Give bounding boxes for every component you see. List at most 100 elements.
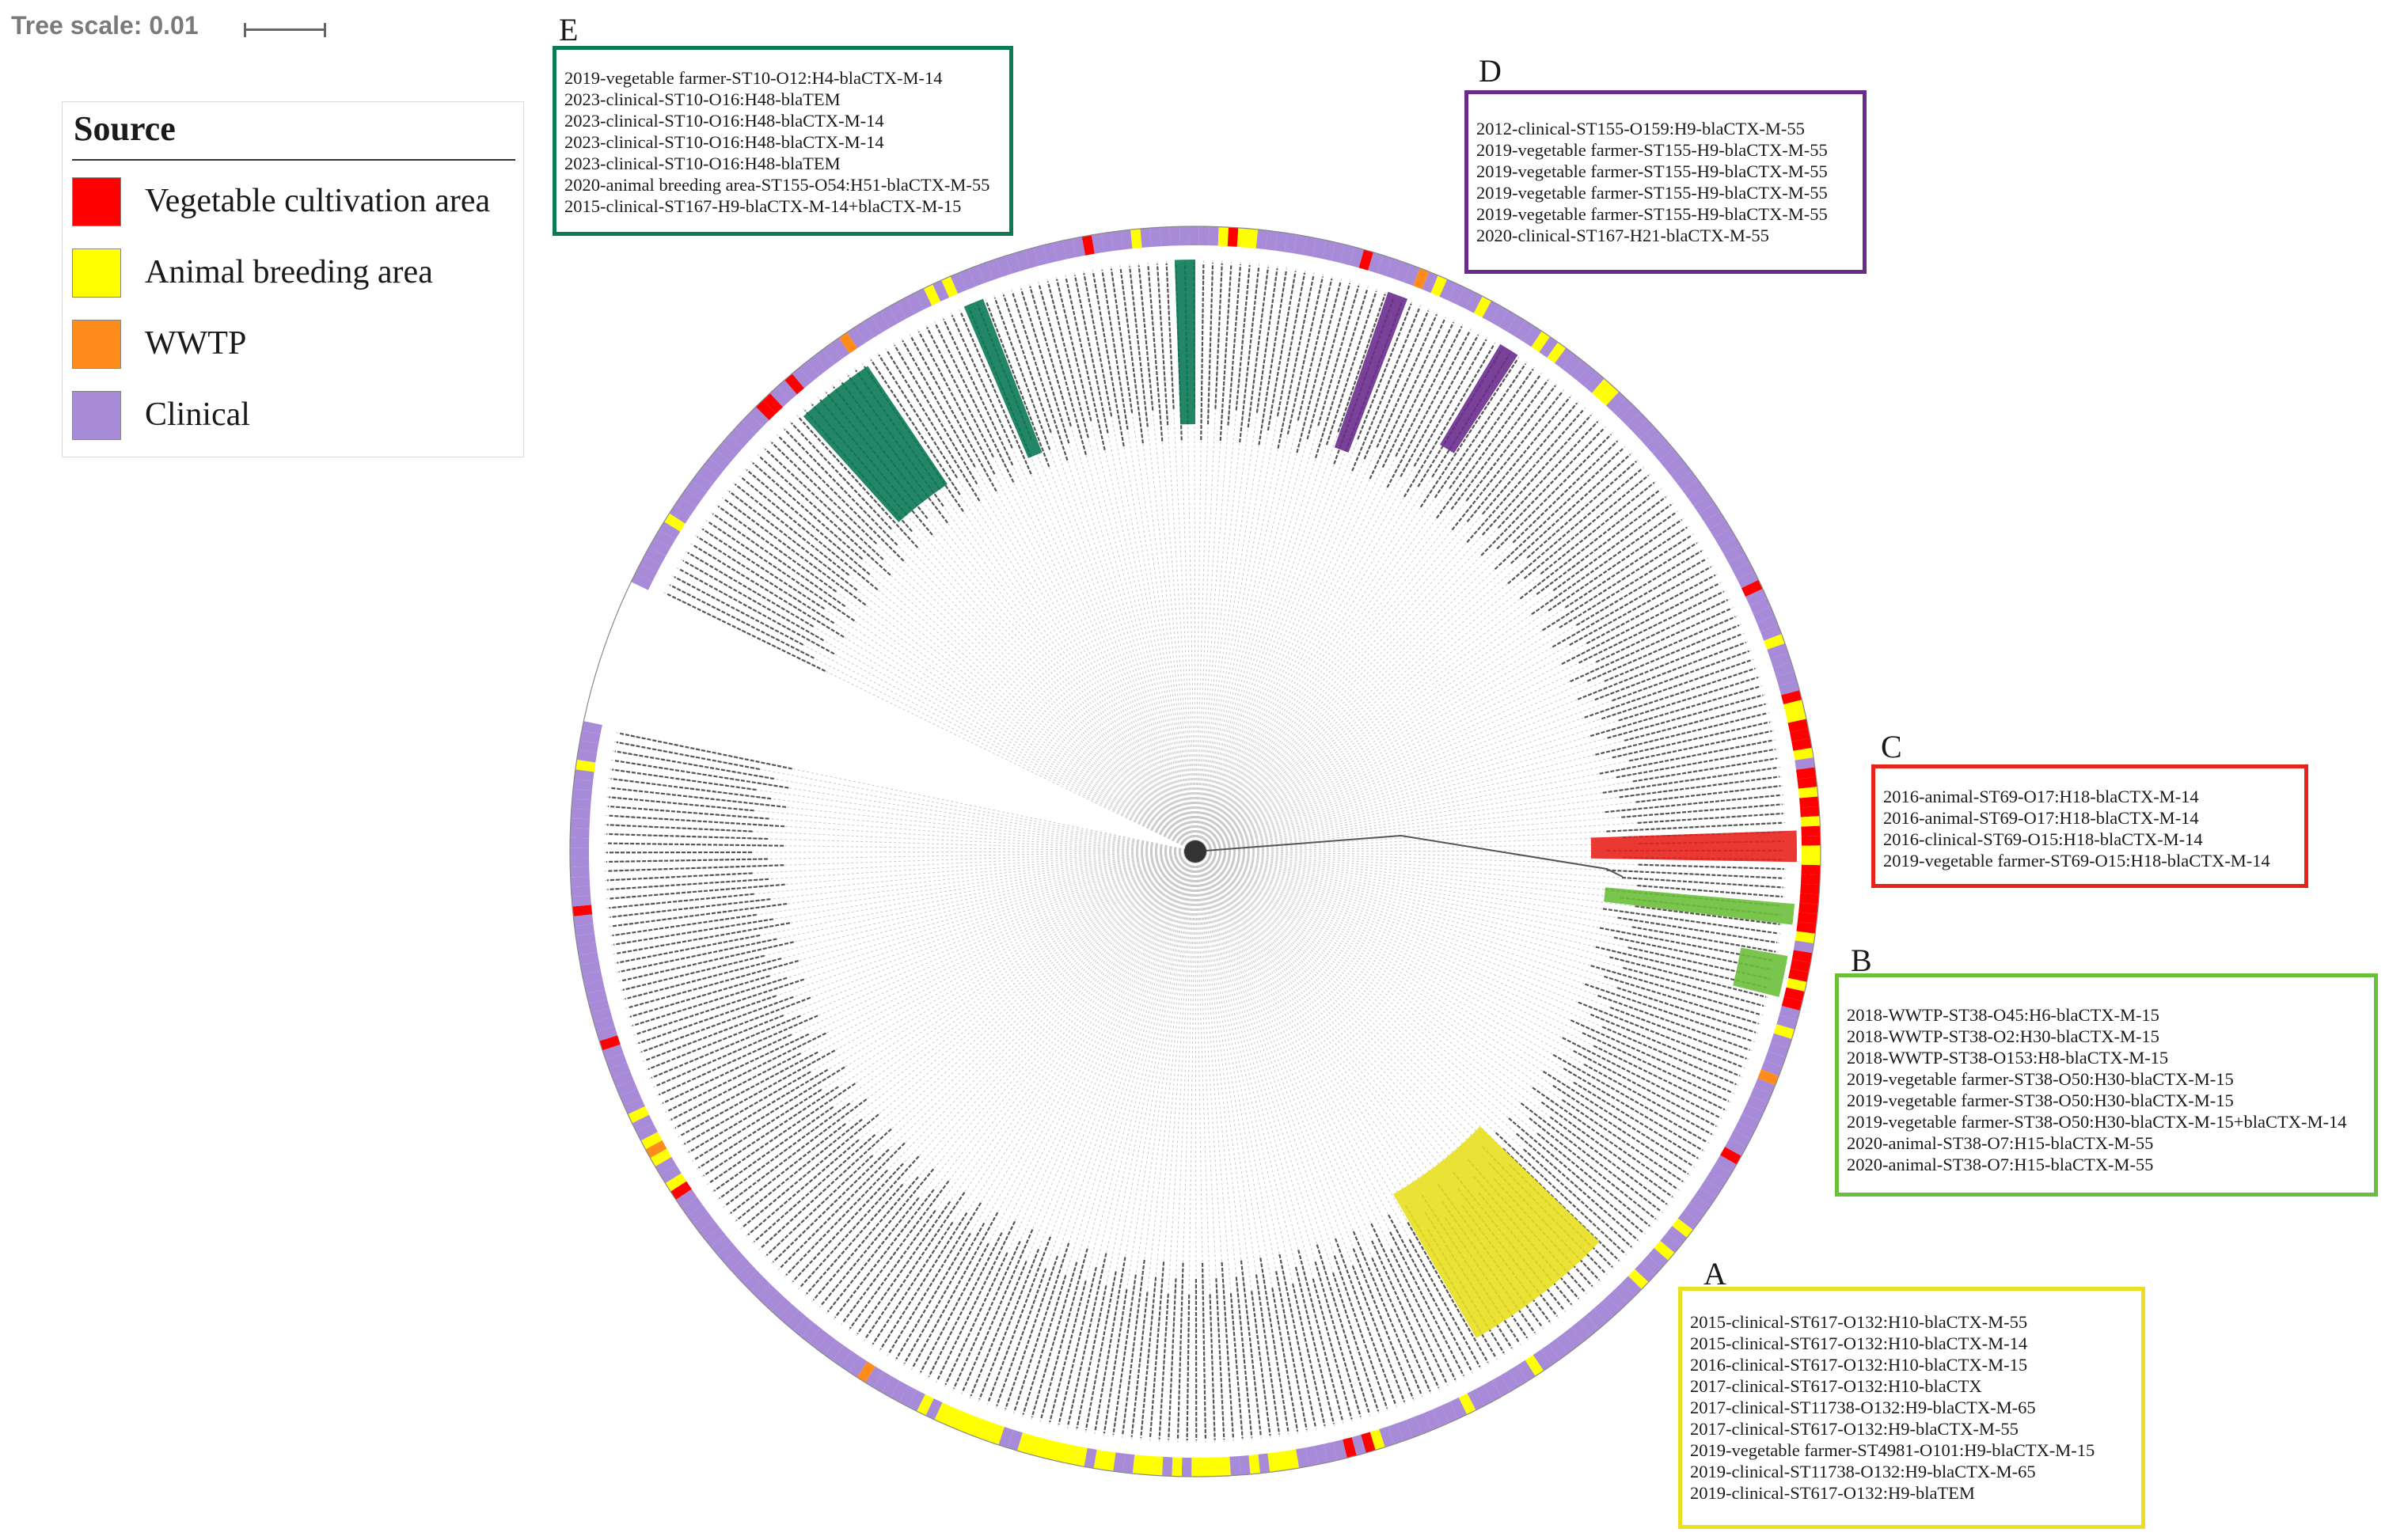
leaf-label (961, 1229, 1034, 1393)
leaf-label (1481, 415, 1592, 536)
tree-branch (959, 859, 1192, 1398)
leaf-label (1586, 616, 1736, 682)
ring-segment (1776, 671, 1797, 686)
tree-branch (1082, 268, 1194, 843)
ring-segment (950, 272, 967, 294)
cluster-c-highlight (1590, 830, 1797, 863)
leaf-label (785, 1170, 888, 1276)
ring-segment (1172, 1457, 1183, 1477)
leaf-label (606, 824, 753, 833)
ring-segment (1798, 787, 1818, 798)
legend-item-wwtp: WWTP (72, 320, 515, 370)
leaf-label (799, 1155, 920, 1288)
leaf-label (1278, 1254, 1317, 1428)
ring-segment (1286, 1449, 1300, 1470)
leaf-label (613, 918, 773, 946)
ring-segment (1796, 767, 1817, 779)
ring-segment (778, 1303, 799, 1325)
leaf-label (1497, 421, 1599, 529)
leaf-label (834, 1189, 935, 1318)
ring-segment (1024, 247, 1039, 269)
leaf-label (730, 1123, 846, 1214)
ring-segment (1284, 233, 1297, 254)
leaf-label (879, 1212, 968, 1350)
leaf-label (826, 1197, 920, 1313)
ring-segment (1771, 1033, 1792, 1049)
leaf-label (910, 336, 997, 492)
ring-segment (1432, 1405, 1449, 1427)
ring-segment (1361, 1432, 1376, 1453)
leaf-label (1277, 274, 1315, 449)
ring-segment (1800, 874, 1821, 886)
ring-segment (1734, 1121, 1756, 1139)
leaf-label (613, 759, 789, 789)
leaf-label (1593, 1045, 1726, 1111)
leaf-label (1604, 624, 1740, 682)
cluster-a-line: 2015-clinical-ST617-O132:H10-blaCTX-M-14 (1690, 1333, 2028, 1353)
ring-segment (1492, 1375, 1510, 1397)
leaf-label (1595, 711, 1768, 756)
ring-segment (1531, 331, 1551, 353)
leaf-label (1624, 703, 1766, 742)
leaf-label (779, 1142, 906, 1269)
ring-segment (764, 1291, 785, 1312)
leaf-label (943, 318, 1014, 466)
ring-segment (888, 302, 907, 324)
ring-segment (1220, 1456, 1231, 1477)
cluster-b-lines: 2018-WWTP-ST38-O45:H6-blaCTX-M-15 2018-W… (1847, 1004, 2346, 1175)
ring-segment (728, 427, 750, 448)
ring-segment (1700, 1179, 1722, 1198)
ring-segment (1753, 606, 1775, 624)
ring-segment (1639, 426, 1661, 446)
leaf-label (1552, 503, 1672, 591)
leaf-label (1419, 358, 1519, 508)
leaf-label (856, 1201, 951, 1335)
ring-segment (1449, 1397, 1468, 1419)
ring-segment (586, 989, 607, 1003)
ring-segment (578, 952, 599, 965)
ring-segment (822, 343, 842, 365)
ring-segment (570, 837, 590, 848)
leaf-label (959, 311, 1032, 475)
leaf-label (1482, 402, 1578, 515)
leaf-label (1403, 343, 1495, 498)
leaf-label (1235, 265, 1251, 411)
ring-segment (572, 895, 591, 907)
ring-segment (1491, 305, 1509, 327)
ring-segment (1111, 230, 1123, 251)
ring-segment (1660, 1233, 1681, 1254)
ring-segment (1152, 1456, 1164, 1476)
cluster-d-line: 2019-vegetable farmer-ST155-H9-blaCTX-M-… (1476, 183, 1828, 203)
leaf-label (1578, 1001, 1744, 1068)
cluster-a-line: 2016-clinical-ST617-O132:H10-blaCTX-M-15 (1690, 1355, 2028, 1375)
leaf-label (759, 1128, 892, 1250)
cluster-c-box: 2016-animal-ST69-O17:H18-blaCTX-M-14 201… (1871, 764, 2308, 888)
leaf-label (1200, 263, 1205, 441)
tree-branch (684, 855, 1187, 1155)
leaf-label (740, 476, 879, 591)
leaf-label (1165, 263, 1175, 409)
leaf-label (1219, 264, 1232, 442)
cluster-b-line: 2019-vegetable farmer-ST38-O50:H30-blaCT… (1847, 1112, 2347, 1132)
ring-segment (609, 1062, 631, 1079)
leaf-label (1084, 1271, 1117, 1431)
leaf-label (1334, 1238, 1397, 1405)
ring-segment (863, 316, 882, 338)
cluster-e-highlight (1174, 260, 1195, 425)
tree-branch (1202, 857, 1654, 1230)
cluster-b-letter: B (1851, 943, 1872, 978)
ring-segment (1441, 1402, 1458, 1423)
tree-branch (1200, 365, 1536, 844)
leaf-label (771, 442, 877, 544)
ring-segment (1593, 1302, 1614, 1323)
cluster-e-line: 2015-clinical-ST167-H9-blaCTX-M-14+blaCT… (564, 196, 962, 216)
tree-branch (667, 855, 1187, 1123)
leaf-label (1619, 776, 1780, 798)
ring-segment (1677, 1211, 1700, 1231)
cluster-e-line: 2023-clinical-ST10-O16:H48-blaCTX-M-14 (564, 132, 884, 152)
ring-segment (1303, 236, 1316, 257)
ring-segment (1741, 579, 1763, 597)
leaf-label (1612, 650, 1749, 702)
legend-label-wwtp: WWTP (145, 325, 247, 362)
leaf-label (1357, 303, 1412, 440)
